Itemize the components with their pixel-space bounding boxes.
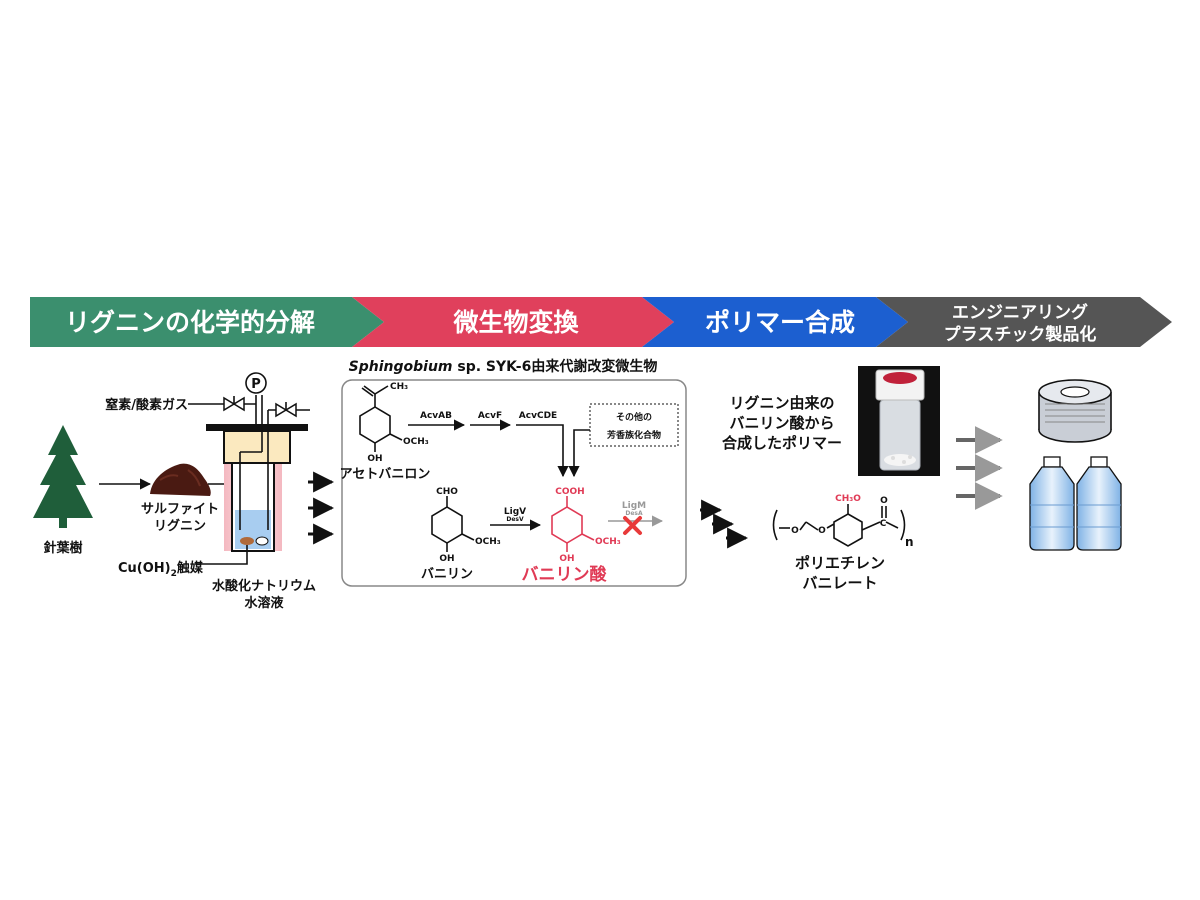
acetovanillone-och3: OCH₃	[403, 437, 429, 447]
svg-text:P: P	[251, 377, 261, 392]
stage-1-arrow	[30, 297, 384, 347]
vanillin-cho: CHO	[436, 487, 458, 497]
lignin-label-line1: サルファイト	[141, 502, 219, 517]
polymer-vial-photo	[858, 366, 940, 476]
vanillin-och3: OCH₃	[475, 537, 501, 547]
enzyme-desv: DesV	[506, 516, 524, 523]
other-aromatics-arrow	[568, 429, 590, 478]
enzyme-acvcde: AcvCDE	[519, 411, 557, 421]
acetovanillone-oh: OH	[367, 454, 382, 464]
filament-spool-icon	[1038, 379, 1112, 443]
microbe-box	[341, 379, 687, 587]
enzyme-acvab: AcvAB	[420, 411, 452, 421]
microbe-output-arrows	[700, 499, 749, 549]
photo-label-line1: リグニン由来の	[729, 394, 834, 412]
acetovanillone-ch3: CH₃	[390, 382, 408, 392]
gas-label: 窒素/酸素ガス	[105, 397, 188, 413]
stage-4-label-line1: エンジニアリング	[952, 302, 1088, 323]
stage-2-label: 微生物変換	[452, 308, 579, 337]
vanillin-label: バニリン	[421, 567, 473, 582]
microbe-title: Sphingobium sp. SYK-6由来代謝改変微生物	[349, 358, 658, 375]
stage-3-label: ポリマー合成	[705, 308, 855, 337]
catalyst-label: Cu(OH)2触媒	[118, 560, 204, 579]
vanillin-structure	[431, 496, 475, 552]
stage-1-label: リグニンの化学的分解	[65, 308, 315, 337]
bottle-icon-left	[1029, 456, 1075, 551]
vanillic-acid-cooh: COOH	[555, 487, 584, 497]
product-arrows	[956, 426, 1003, 510]
vanillic-acid-och3: OCH₃	[595, 537, 621, 547]
naoh-label-line1: 水酸化ナトリウム	[212, 578, 316, 594]
other-aromatics-box	[589, 403, 679, 447]
gas-valve-icon	[223, 396, 245, 412]
reactor-vessel	[206, 395, 310, 552]
enzyme-ligm: LigM	[622, 501, 646, 511]
vanillic-acid-oh: OH	[559, 554, 574, 564]
pressure-gauge-icon: P	[245, 372, 267, 394]
stage-banner: リグニンの化学的分解 微生物変換 ポリマー合成 エンジニアリング プラスチック製…	[30, 297, 1172, 347]
stage-2-arrow	[352, 297, 674, 347]
photo-label-line3: 合成したポリマー	[721, 434, 842, 452]
vanillic-acid-structure	[551, 496, 595, 552]
polymer-name-line2: バニレート	[802, 574, 877, 592]
polymer-subscript-n: n	[905, 535, 914, 549]
stage-4-label-line2: プラスチック製品化	[944, 324, 1097, 345]
lignin-pile-icon	[150, 463, 211, 496]
other-aromatics-line1: その他の	[616, 411, 652, 423]
polymer-name-line1: ポリエチレン	[795, 554, 885, 572]
tree-label: 針葉樹	[43, 540, 82, 556]
reactor-output-arrows	[308, 471, 335, 545]
bottle-icon-right	[1076, 456, 1122, 551]
acetovanillone-structure	[359, 385, 403, 452]
stage-4-arrow	[876, 297, 1172, 347]
photo-label-line2: バニリン酸から	[729, 414, 834, 432]
acetovanillone-label: アセトバニロン	[340, 467, 431, 482]
conifer-tree-icon	[33, 425, 93, 528]
stage-3-arrow	[642, 297, 908, 347]
enzyme-desa: DesA	[625, 510, 643, 517]
naoh-label-line2: 水溶液	[244, 595, 283, 611]
catalyst-leader-line	[195, 545, 248, 565]
enzyme-ligv: LigV	[504, 507, 526, 517]
reactor-lid	[223, 430, 291, 464]
polymer-c: C	[880, 519, 887, 529]
polymer-carbonyl-o: O	[880, 496, 888, 506]
vanillic-acid-label: バニリン酸	[522, 564, 608, 585]
vanillin-oh: OH	[439, 554, 454, 564]
polymer-o-1: O	[791, 526, 799, 536]
enzyme-acvf: AcvF	[478, 411, 502, 421]
catalyst-pellet	[240, 537, 254, 545]
lignin-label-line2: リグニン	[154, 518, 206, 534]
other-aromatics-line2: 芳香族化合物	[607, 429, 661, 441]
polymer-structure	[772, 504, 906, 547]
polymer-o-2: O	[818, 526, 826, 536]
outlet-valve-icon	[275, 402, 297, 418]
polymer-och3: CH₃O	[835, 494, 861, 504]
acvcde-arrow	[516, 424, 569, 478]
blocked-cross-icon	[623, 516, 642, 535]
